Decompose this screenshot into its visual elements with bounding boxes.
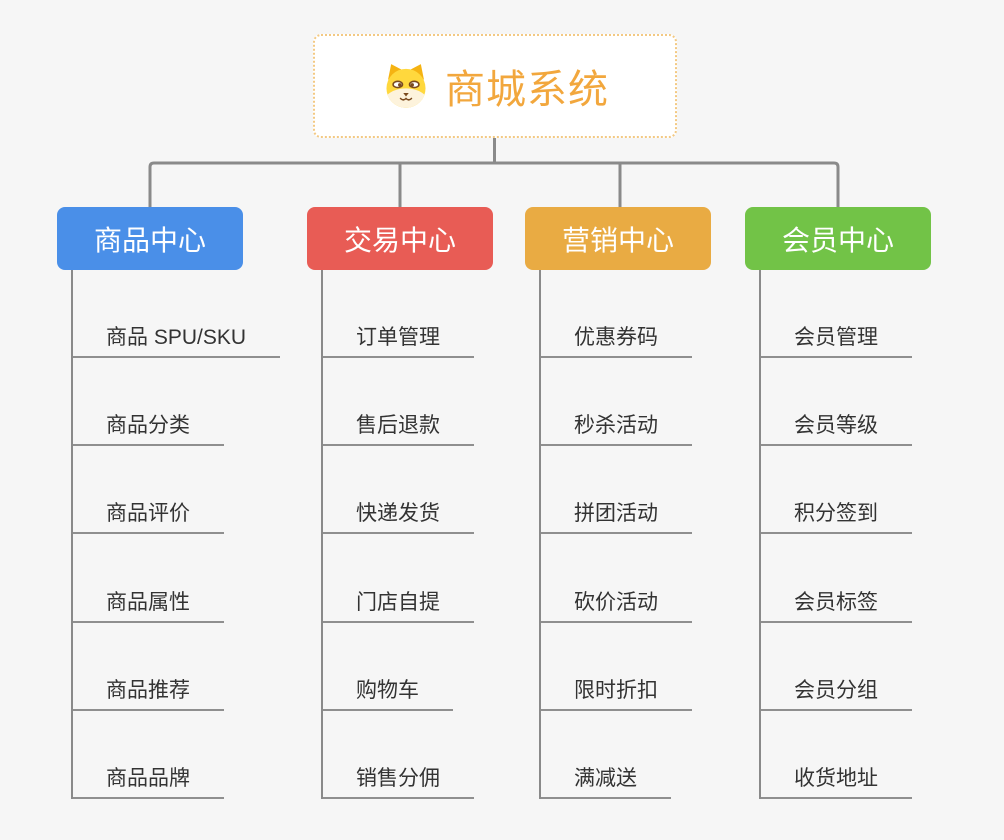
leaf-label: 商品推荐 bbox=[106, 678, 190, 702]
root-title: 商城系统 bbox=[445, 68, 609, 112]
leaf-label: 购物车 bbox=[356, 678, 419, 702]
leaf-node[interactable]: 优惠券码 bbox=[541, 270, 692, 359]
leaf-label: 会员分组 bbox=[794, 678, 878, 702]
branch-node-trade-center[interactable]: 交易中心 bbox=[307, 207, 493, 270]
leaf-node[interactable]: 收货地址 bbox=[761, 711, 912, 799]
branch-node-product-center[interactable]: 商品中心 bbox=[57, 207, 243, 270]
branch-node-marketing-center[interactable]: 营销中心 bbox=[525, 207, 711, 270]
leaf-label: 积分签到 bbox=[794, 502, 878, 526]
leaf-node[interactable]: 秒杀活动 bbox=[541, 358, 692, 447]
dog-face-icon bbox=[386, 64, 426, 108]
branch-label: 会员中心 bbox=[781, 224, 894, 256]
leaf-label: 商品品牌 bbox=[106, 766, 190, 790]
leaf-label: 限时折扣 bbox=[574, 678, 658, 702]
leaf-label: 收货地址 bbox=[794, 766, 878, 790]
branch-column-member-center: 会员管理 会员等级 积分签到 会员标签 会员分组 收货地址 bbox=[759, 270, 912, 799]
branch-rail-line bbox=[148, 161, 840, 207]
leaf-node[interactable]: 商品 SPU/SKU bbox=[73, 270, 281, 359]
leaf-node[interactable]: 会员标签 bbox=[761, 534, 912, 623]
leaf-node[interactable]: 商品属性 bbox=[73, 534, 224, 623]
leaf-label: 商品分类 bbox=[106, 414, 190, 438]
leaf-label: 拼团活动 bbox=[574, 502, 658, 526]
leaf-node[interactable]: 商品分类 bbox=[73, 358, 224, 447]
leaf-label: 售后退款 bbox=[356, 414, 440, 438]
leaf-label: 门店自提 bbox=[356, 590, 440, 614]
leaf-node[interactable]: 会员分组 bbox=[761, 623, 912, 711]
leaf-label: 商品属性 bbox=[106, 590, 190, 614]
leaf-label: 砍价活动 bbox=[574, 590, 658, 614]
leaf-node[interactable]: 门店自提 bbox=[323, 534, 474, 623]
leaf-node[interactable]: 订单管理 bbox=[323, 270, 474, 359]
leaf-node[interactable]: 拼团活动 bbox=[541, 446, 692, 535]
leaf-node[interactable]: 砍价活动 bbox=[541, 534, 692, 623]
leaf-label: 秒杀活动 bbox=[574, 414, 658, 438]
leaf-node[interactable]: 商品推荐 bbox=[73, 623, 224, 711]
branch-node-member-center[interactable]: 会员中心 bbox=[745, 207, 931, 270]
leaf-node[interactable]: 销售分佣 bbox=[323, 711, 474, 799]
leaf-label: 会员标签 bbox=[794, 590, 878, 614]
leaf-label: 会员管理 bbox=[794, 326, 878, 350]
leaf-label: 销售分佣 bbox=[356, 766, 440, 790]
branch-label: 商品中心 bbox=[93, 224, 206, 256]
leaf-node[interactable]: 售后退款 bbox=[323, 358, 474, 447]
leaf-node[interactable]: 积分签到 bbox=[761, 446, 912, 535]
leaf-label: 订单管理 bbox=[356, 326, 440, 350]
branch-column-product-center: 商品 SPU/SKU 商品分类 商品评价 商品属性 商品推荐 商品品牌 bbox=[71, 270, 281, 799]
leaf-label: 优惠券码 bbox=[574, 326, 658, 350]
branch-column-marketing-center: 优惠券码 秒杀活动 拼团活动 砍价活动 限时折扣 满减送 bbox=[539, 270, 692, 799]
leaf-node[interactable]: 商品品牌 bbox=[73, 711, 224, 799]
branch-label: 营销中心 bbox=[561, 224, 674, 256]
leaf-node[interactable]: 满减送 bbox=[541, 711, 671, 799]
root-node[interactable]: 商城系统 bbox=[313, 34, 677, 138]
leaf-label: 商品评价 bbox=[106, 502, 190, 526]
leaf-node[interactable]: 限时折扣 bbox=[541, 623, 692, 711]
leaf-node[interactable]: 会员等级 bbox=[761, 358, 912, 447]
leaf-node[interactable]: 商品评价 bbox=[73, 446, 224, 535]
leaf-label: 快递发货 bbox=[356, 502, 440, 526]
leaf-node[interactable]: 快递发货 bbox=[323, 446, 474, 535]
leaf-node[interactable]: 购物车 bbox=[323, 623, 453, 711]
leaf-label: 会员等级 bbox=[794, 414, 878, 438]
leaf-label: 满减送 bbox=[574, 766, 637, 790]
leaf-node[interactable]: 会员管理 bbox=[761, 270, 912, 359]
branch-column-trade-center: 订单管理 售后退款 快递发货 门店自提 购物车 销售分佣 bbox=[321, 270, 474, 799]
leaf-label: 商品 SPU/SKU bbox=[106, 326, 247, 350]
branch-label: 交易中心 bbox=[343, 224, 456, 256]
